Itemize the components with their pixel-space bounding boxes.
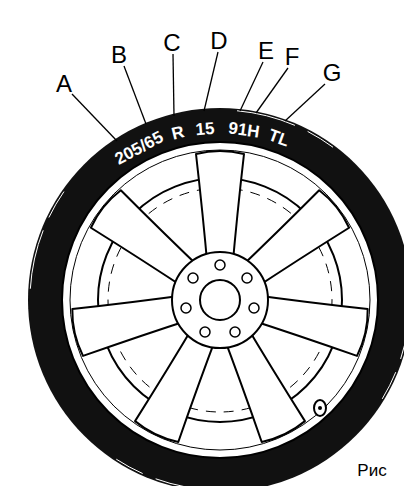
leader-line (173, 54, 174, 116)
leader-line (256, 68, 288, 113)
callout-letter: G (323, 61, 342, 85)
callout-letter: F (285, 45, 300, 69)
figure-caption: Рис (357, 462, 386, 479)
leader-line (124, 66, 146, 124)
tire-marking: 91H (227, 119, 260, 140)
callout-letter: D (210, 29, 227, 53)
rim (62, 142, 378, 458)
hub (172, 252, 268, 348)
lug-holes (181, 260, 259, 337)
callout-letter: B (111, 43, 127, 67)
leader-line (240, 62, 263, 111)
tire-highlight (30, 110, 404, 486)
valve (314, 400, 326, 416)
spokes (69, 151, 370, 445)
callout-letter: C (163, 31, 180, 55)
callout-letter: A (56, 72, 72, 96)
rim-lip (70, 150, 370, 450)
callout-letter: E (258, 39, 274, 63)
tire-marking: 15 (195, 119, 215, 138)
tire (28, 108, 404, 486)
leader-line (285, 84, 325, 121)
leader-line (72, 94, 117, 141)
leader-line (204, 52, 218, 111)
center-cap (200, 280, 240, 320)
